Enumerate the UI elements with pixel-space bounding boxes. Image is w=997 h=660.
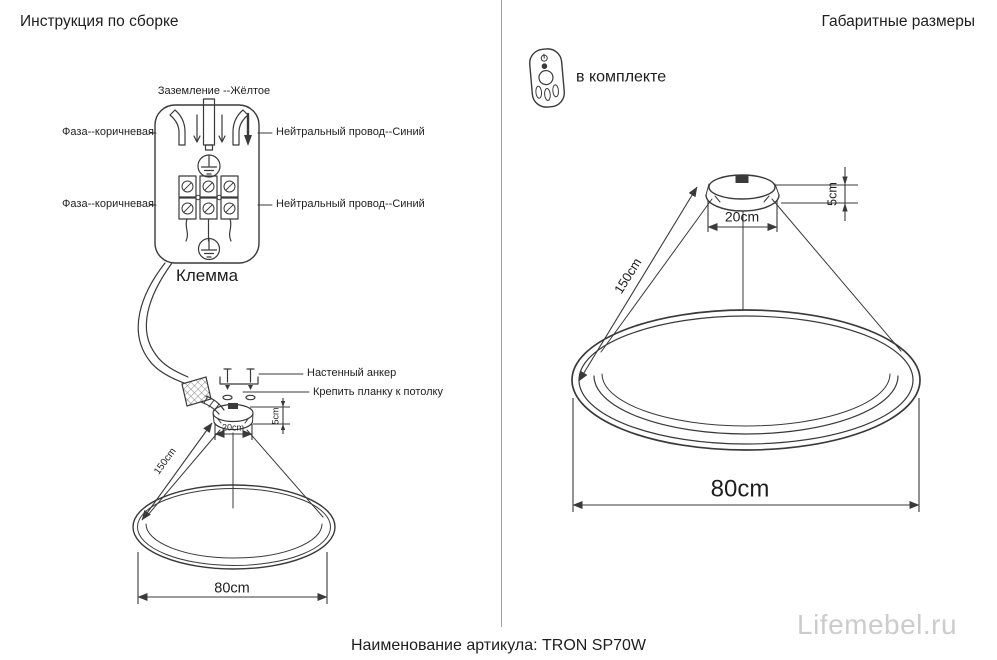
phase-wire-label-bottom: Фаза--коричневая bbox=[62, 198, 154, 211]
canopy-height-dim-left: 5cm bbox=[270, 407, 281, 425]
canopy-diameter-dim-left: 20cm bbox=[221, 422, 245, 433]
dimension-lines-left bbox=[137, 398, 328, 604]
canopy-diameter-dim-right: 20cm bbox=[724, 208, 760, 225]
junction-box-drawing bbox=[181, 376, 225, 415]
ground-wire-label: Заземление --Жёлтое bbox=[157, 85, 271, 98]
phase-wire-label-top: Фаза--коричневая bbox=[62, 126, 154, 139]
wall-anchor-label: Настенный анкер bbox=[307, 367, 397, 380]
neutral-wire-label-top: Нейтральный провод--Синий bbox=[276, 126, 425, 139]
supply-cable-drawing bbox=[137, 262, 189, 384]
watermark: Lifemebel.ru bbox=[797, 609, 958, 640]
mounting-anchor-drawing bbox=[219, 368, 310, 401]
left-panel-title: Инструкция по сборке bbox=[20, 13, 179, 30]
pendant-side-view-left bbox=[132, 403, 336, 570]
dimension-lines-right bbox=[572, 167, 920, 512]
neutral-wire-label-bottom: Нейтральный провод--Синий bbox=[276, 198, 425, 211]
right-panel-title: Габаритные размеры bbox=[821, 13, 975, 30]
ceiling-bar-label: Крепить планку к потолку bbox=[313, 386, 443, 399]
terminal-block-name: Клемма bbox=[175, 266, 239, 286]
terminal-block-drawing bbox=[148, 98, 273, 264]
article-name-line: Наименование артикула: TRON SP70W bbox=[350, 637, 647, 654]
ring-diameter-dim-left: 80cm bbox=[214, 580, 250, 597]
ring-diameter-dim-right: 80cm bbox=[710, 475, 770, 503]
remote-control-icon bbox=[529, 48, 565, 108]
remote-included-label: в комплекте bbox=[576, 68, 667, 86]
canopy-height-dim-right: 5cm bbox=[825, 182, 840, 206]
